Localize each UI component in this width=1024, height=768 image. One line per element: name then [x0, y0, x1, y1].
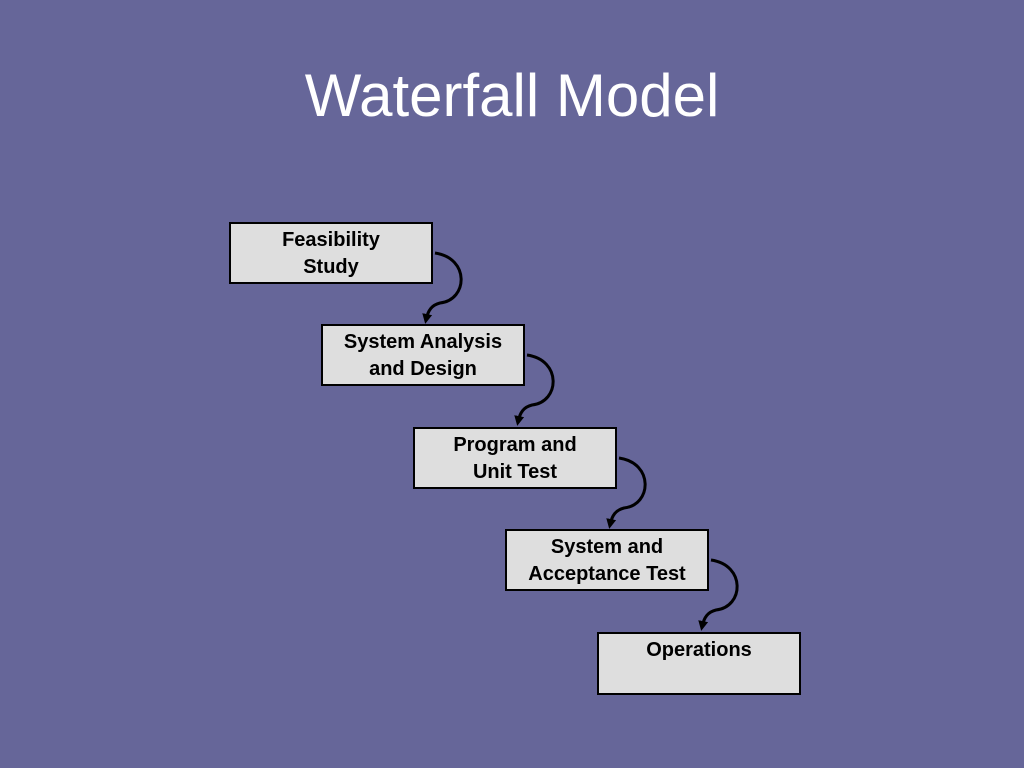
- slide-title: Waterfall Model: [304, 62, 720, 129]
- stage-operations: Operations: [597, 632, 801, 695]
- stage-program-and-unit-test: Program and Unit Test: [413, 427, 617, 489]
- stage-feasibility-study: Feasibility Study: [229, 222, 433, 284]
- stage-system-analysis-and-design: System Analysis and Design: [321, 324, 525, 386]
- stage-system-and-acceptance-test: System and Acceptance Test: [505, 529, 709, 591]
